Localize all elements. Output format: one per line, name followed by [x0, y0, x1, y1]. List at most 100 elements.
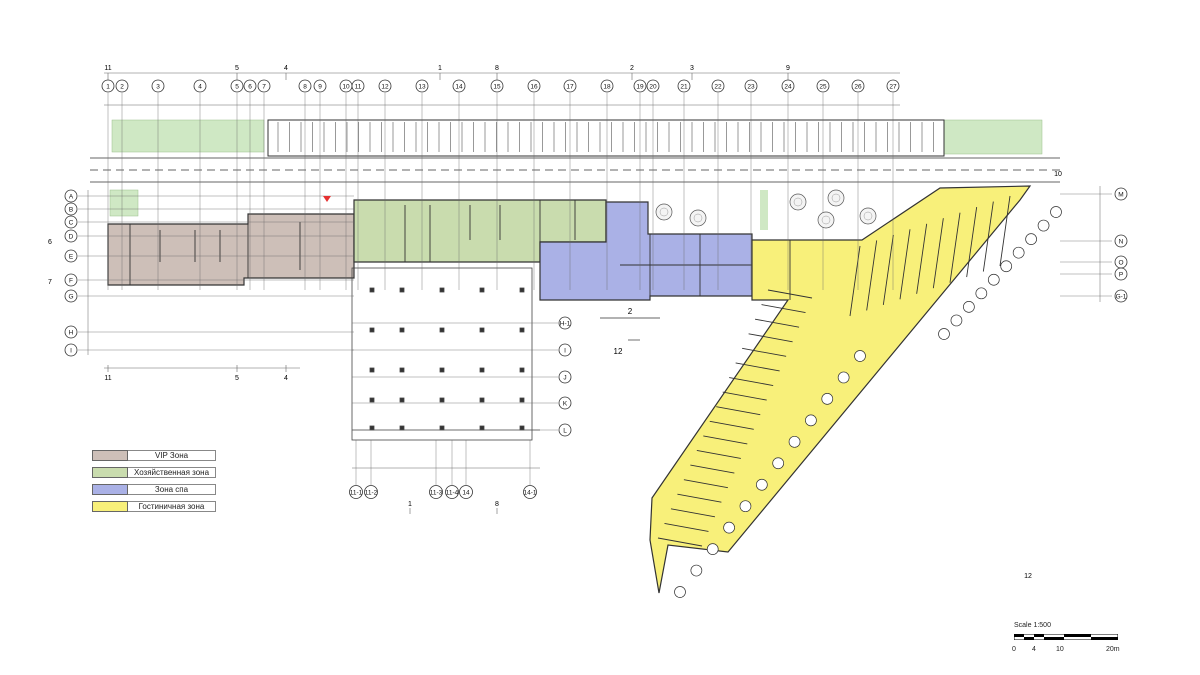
svg-text:17: 17 [566, 84, 574, 91]
grid-bubble-top-15: 15 [490, 79, 504, 93]
grass-area-left [111, 119, 265, 153]
vip-zone [107, 213, 355, 286]
grid-axes-right: M NOP G-1 [1060, 186, 1128, 303]
grid-bubble-lower-J: J [558, 370, 572, 384]
grid-bubble-top-11: 11 [351, 79, 365, 93]
svg-text:14: 14 [455, 84, 463, 91]
svg-text:14: 14 [462, 490, 470, 497]
grid-bubble-lower-K: K [558, 396, 572, 410]
grid-bubble-top-17: 17 [563, 79, 577, 93]
grid-bubble-top-19: 19 [633, 79, 647, 93]
grid-bubble-lower-H-1: H-1 [558, 316, 572, 330]
svg-text:11-2: 11-2 [365, 490, 378, 497]
svg-text:13: 13 [418, 84, 426, 91]
grid-label-top-ext-7: 9 [786, 65, 790, 72]
svg-text:A: A [69, 194, 74, 201]
svg-text:9: 9 [318, 84, 322, 91]
grid-bubble-top-5: 5 [230, 79, 244, 93]
svg-text:11: 11 [355, 84, 362, 91]
svg-text:11-3: 11-3 [430, 490, 443, 497]
grid-bubble-right-G-1: G-1 [1114, 289, 1128, 303]
grid-bubble-top-13: 13 [415, 79, 429, 93]
scale-tick-10: 10 [1056, 646, 1064, 653]
axis-mark-2-label: 2 [628, 307, 633, 316]
grid-bubble-right-M: M [1114, 187, 1128, 201]
parking-row [267, 119, 945, 157]
svg-text:8: 8 [303, 84, 307, 91]
grid-bubble-top-14: 14 [452, 79, 466, 93]
axis-mark-2: 2 [600, 307, 660, 319]
svg-text:E: E [69, 254, 74, 261]
hotel-zone [649, 185, 1032, 594]
grid-bubble-right-P: P [1114, 267, 1128, 281]
legend-label-hotel: Гостиничная зона [128, 500, 216, 512]
grid-bubble-top-22: 22 [711, 79, 725, 93]
scale-tick-20: 20m [1106, 646, 1120, 653]
grid-bubble-lower-L: L [558, 423, 572, 437]
grid-bubble-left-A: A [64, 189, 78, 203]
svg-text:24: 24 [784, 84, 792, 91]
svg-text:3: 3 [156, 84, 160, 91]
lower-hall [351, 267, 540, 441]
legend-item-vip: VIP Зона [92, 448, 216, 462]
grid-bubble-top-16: 16 [527, 79, 541, 93]
parking-stalls [277, 122, 934, 152]
grid-label-top-ext-4: 8 [495, 65, 499, 72]
svg-text:18: 18 [603, 84, 611, 91]
grid-bubble-top-25: 25 [816, 79, 830, 93]
svg-text:15: 15 [493, 84, 501, 91]
zone-legend: VIP Зона Хозяйственная зона Зона спа Гос… [92, 448, 216, 516]
grid-label-top-ext-5: 2 [630, 65, 634, 72]
road [90, 157, 1060, 183]
svg-text:I: I [70, 348, 72, 355]
partitions [129, 195, 1011, 547]
axis-mark-12: 12 [614, 339, 640, 356]
legend-swatch-spa [92, 483, 128, 495]
grid-bubble-top-6: 6 [243, 79, 257, 93]
entrance-marker-icon [323, 196, 331, 202]
grid-bubble-left-C: C [64, 215, 78, 229]
grid-label-lower-mid-8: 8 [495, 501, 499, 508]
grid-label-left-num-7: 7 [48, 279, 52, 286]
grid-label-top-ext-3: 1 [438, 65, 442, 72]
grid-bubble-left-F: F [64, 273, 78, 287]
grid-bubble-top-1: 1 [101, 79, 115, 93]
grid-bubble-lower-bottom-11-3: 11-3 [429, 485, 443, 499]
svg-text:H-1: H-1 [560, 321, 571, 328]
scale-tick-0: 0 [1012, 646, 1016, 653]
grid-label-top-ext-2: 4 [284, 65, 288, 72]
legend-label-spa: Зона спа [128, 483, 216, 495]
grid-bubble-top-9: 9 [313, 79, 327, 93]
svg-text:12: 12 [381, 84, 389, 91]
grid-bubble-right-N: N [1114, 234, 1128, 248]
grid-bubble-top-23: 23 [744, 79, 758, 93]
grid-bubble-left-H: H [64, 325, 78, 339]
svg-text:C: C [69, 220, 74, 227]
svg-text:P: P [1119, 272, 1123, 279]
svg-text:27: 27 [889, 84, 897, 91]
svg-text:25: 25 [819, 84, 827, 91]
grid-label-bottom-1: 5 [235, 375, 239, 382]
grass-area-right [943, 119, 1043, 155]
trees [655, 189, 877, 229]
svg-text:1: 1 [106, 84, 110, 91]
grid-bubble-left-G: G [64, 289, 78, 303]
grid-bubble-right-O: O [1114, 255, 1128, 269]
svg-text:J: J [563, 375, 566, 382]
svg-text:7: 7 [262, 84, 266, 91]
axis-mark-12-label: 12 [614, 347, 623, 356]
grass-area-lot [760, 190, 768, 230]
scale-bar-graphic [1014, 634, 1118, 640]
grid-label-left-num-6: 6 [48, 239, 52, 246]
grid-bubble-top-7: 7 [257, 79, 271, 93]
grid-bubble-left-B: B [64, 202, 78, 216]
grid-label-bottom-2: 4 [284, 375, 288, 382]
legend-label-vip: VIP Зона [128, 449, 216, 461]
grid-bubble-top-27: 27 [886, 79, 900, 93]
svg-text:D: D [69, 234, 74, 241]
svg-text:26: 26 [854, 84, 862, 91]
svg-text:10: 10 [342, 84, 350, 91]
svg-text:K: K [563, 401, 568, 408]
